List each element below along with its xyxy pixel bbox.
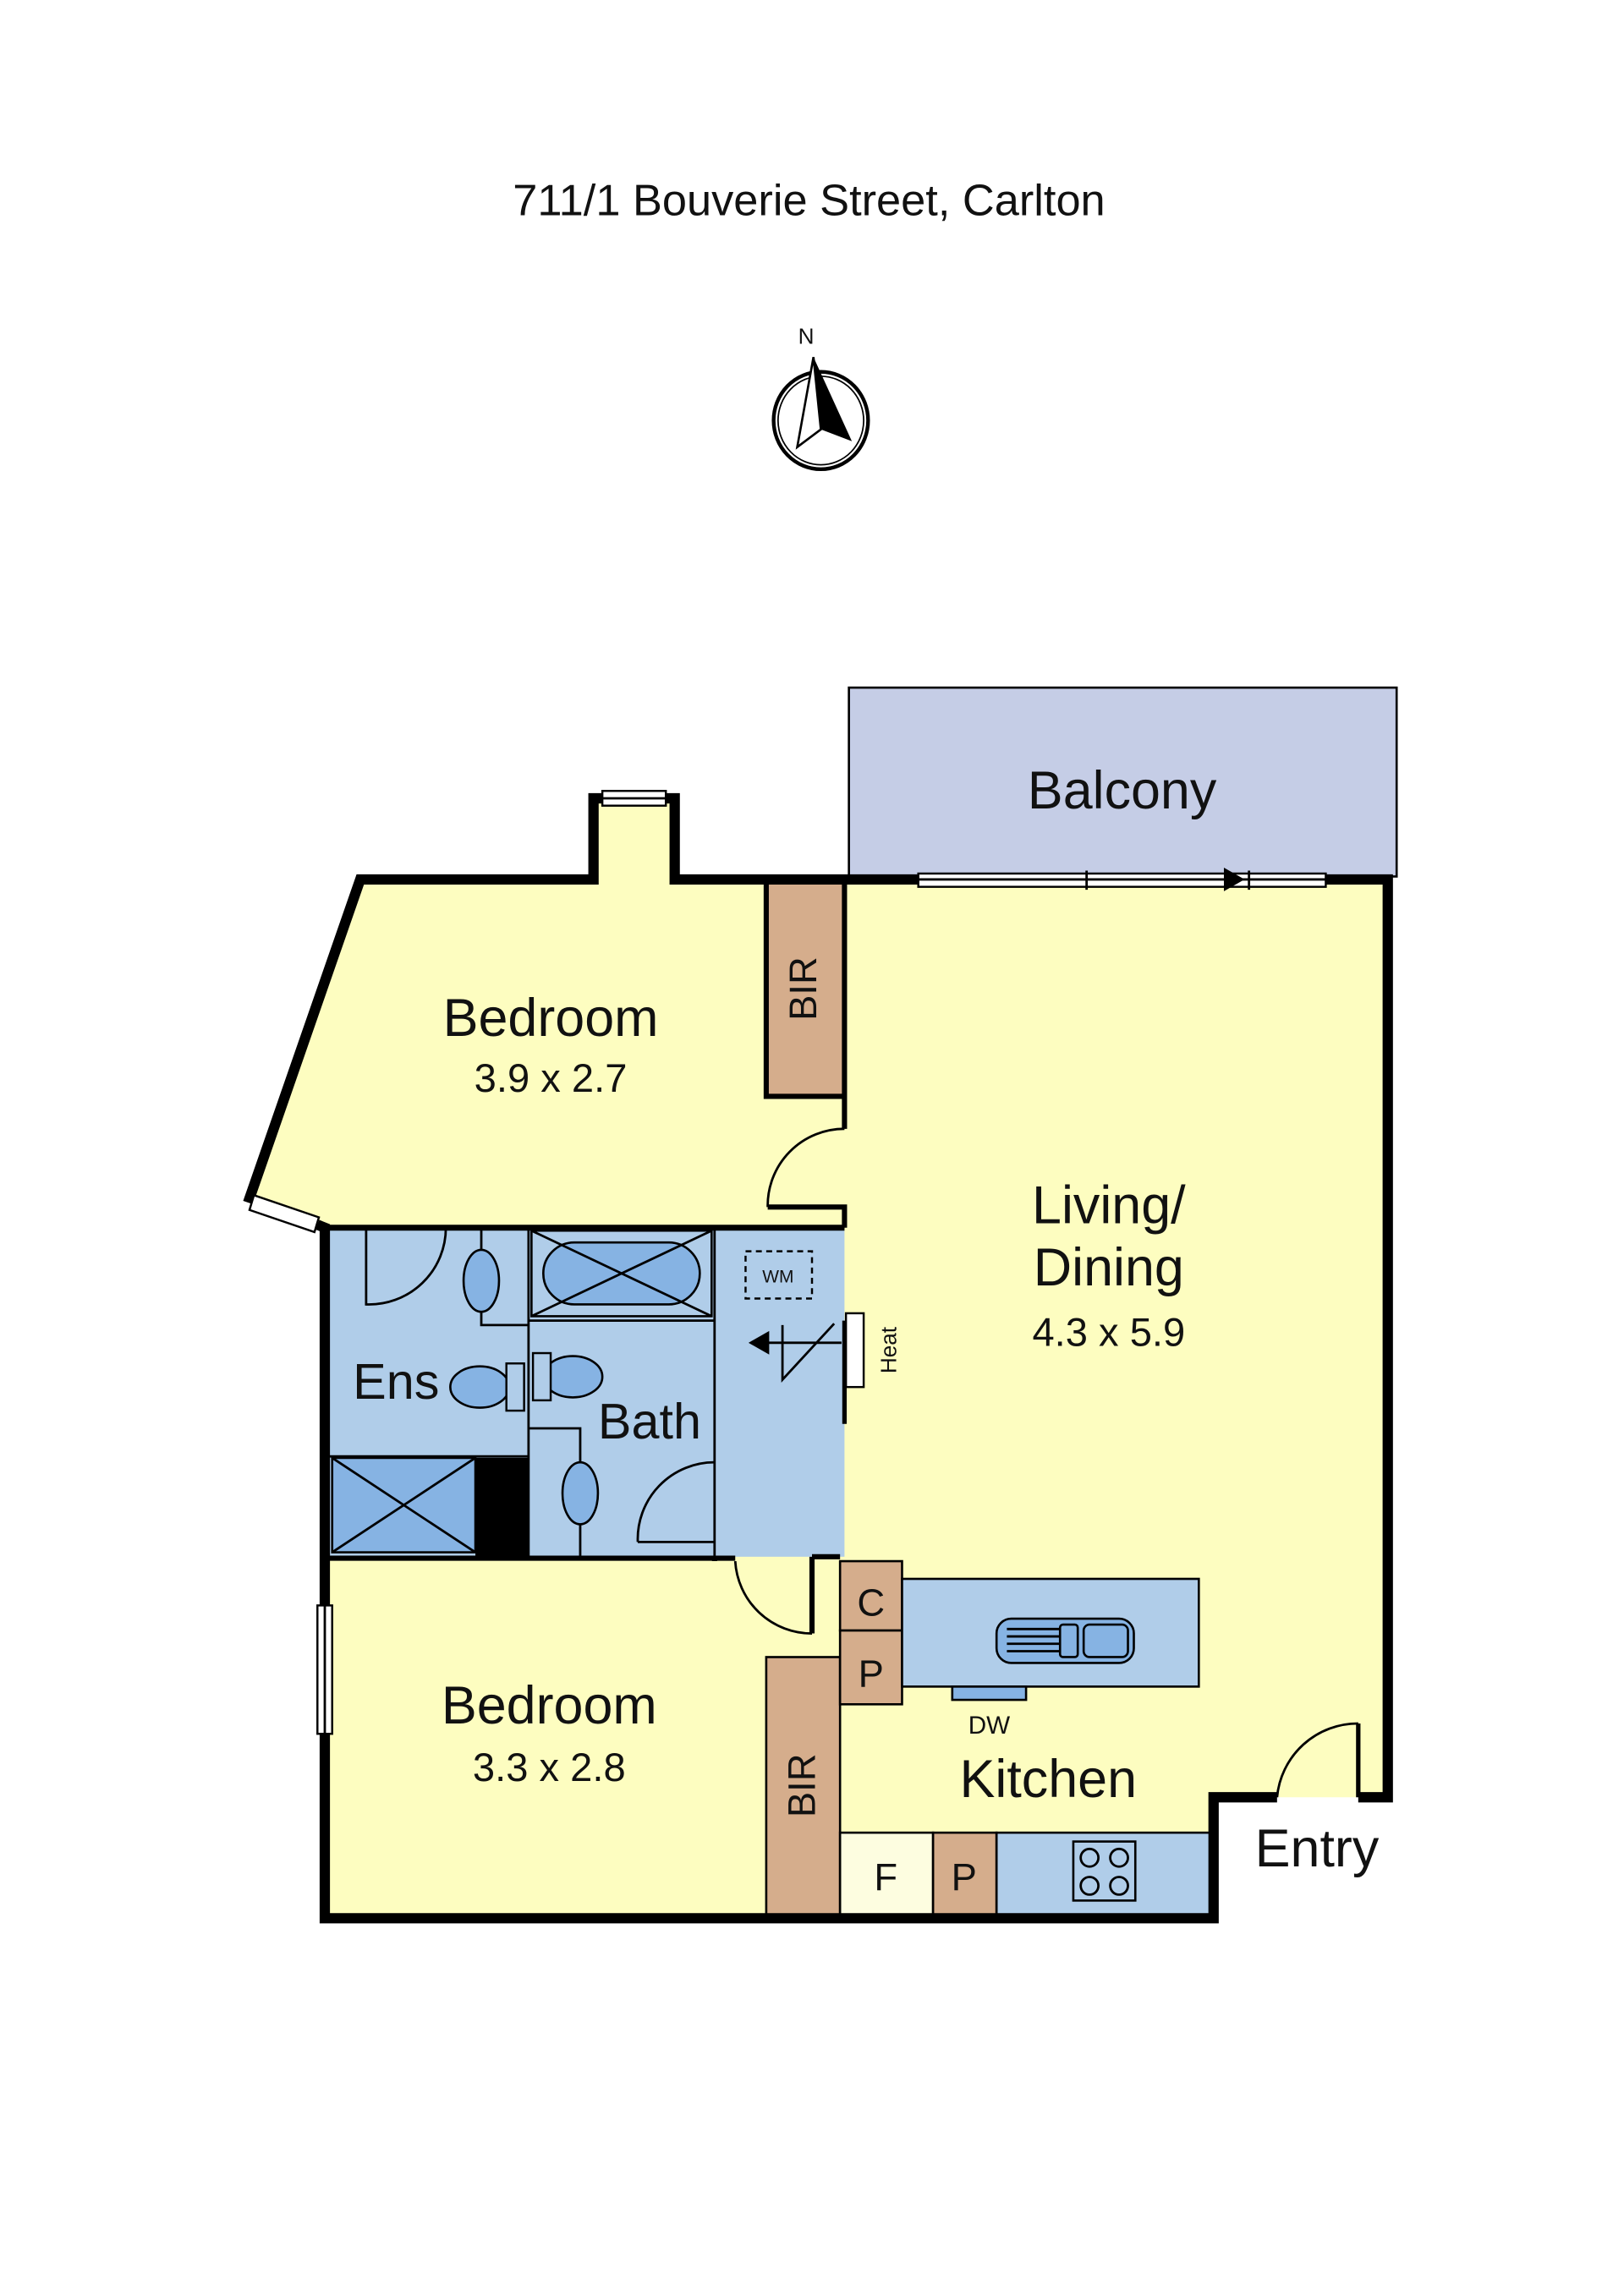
wm-label: WM (762, 1267, 793, 1286)
washing-machine-box (744, 1250, 814, 1300)
bir1-label: BIR (782, 956, 825, 1021)
fridge-space (838, 1831, 935, 1917)
bath-label: Bath (598, 1393, 701, 1449)
c-label: C (857, 1581, 885, 1625)
window (248, 1193, 321, 1234)
kitchen-label: Kitchen (959, 1750, 1137, 1809)
page-title: 711/1 Bouverie Street, Carlton (513, 177, 1105, 226)
f-label: F (874, 1855, 897, 1899)
p1-label: P (859, 1652, 884, 1695)
bedroom1-size: 3.9 x 2.7 (475, 1055, 628, 1100)
p2-label: P (952, 1855, 977, 1899)
heat-label: Heat (875, 1326, 901, 1373)
pantry-2 (931, 1831, 998, 1917)
balcony-area (848, 686, 1398, 878)
north-compass-icon: N (771, 324, 870, 472)
pantry-1 (838, 1629, 903, 1706)
ensuite-room (327, 1227, 529, 1457)
bedroom2-door[interactable] (733, 1560, 813, 1635)
compass-north-label: N (798, 324, 815, 349)
bedroom1-door[interactable] (766, 1127, 845, 1208)
living-label: Living/ (1032, 1175, 1186, 1235)
ensuite-door[interactable] (365, 1227, 447, 1306)
balcony-label: Balcony (1028, 761, 1217, 820)
ensuite-basin (462, 1248, 501, 1313)
bath-toilet-icon (542, 1355, 604, 1399)
bir-wardrobe-2 (765, 1656, 842, 1917)
bedroom1-label: Bedroom (443, 989, 659, 1048)
bedroom2-label: Bedroom (442, 1676, 657, 1735)
bedroom2-size: 3.3 x 2.8 (473, 1745, 626, 1789)
heat-arrow-icon (748, 1330, 770, 1355)
entry-label: Entry (1255, 1819, 1380, 1878)
ens-label: Ens (353, 1353, 439, 1410)
bir2-label: BIR (780, 1753, 823, 1817)
outer-walls (243, 792, 1393, 1924)
bath-basin (561, 1460, 600, 1526)
dishwasher (951, 1685, 1028, 1701)
dining-label: Dining (1034, 1238, 1184, 1297)
duct (475, 1457, 529, 1557)
cooktop-icon (1072, 1840, 1137, 1902)
bath-door[interactable] (636, 1460, 715, 1543)
heater (844, 1312, 865, 1389)
living-size: 4.3 x 5.9 (1032, 1309, 1185, 1354)
dw-label: DW (968, 1712, 1010, 1740)
slide-arrow-icon (1223, 867, 1245, 891)
ensuite-toilet-icon (449, 1365, 511, 1409)
entry-door[interactable] (1276, 1722, 1358, 1798)
